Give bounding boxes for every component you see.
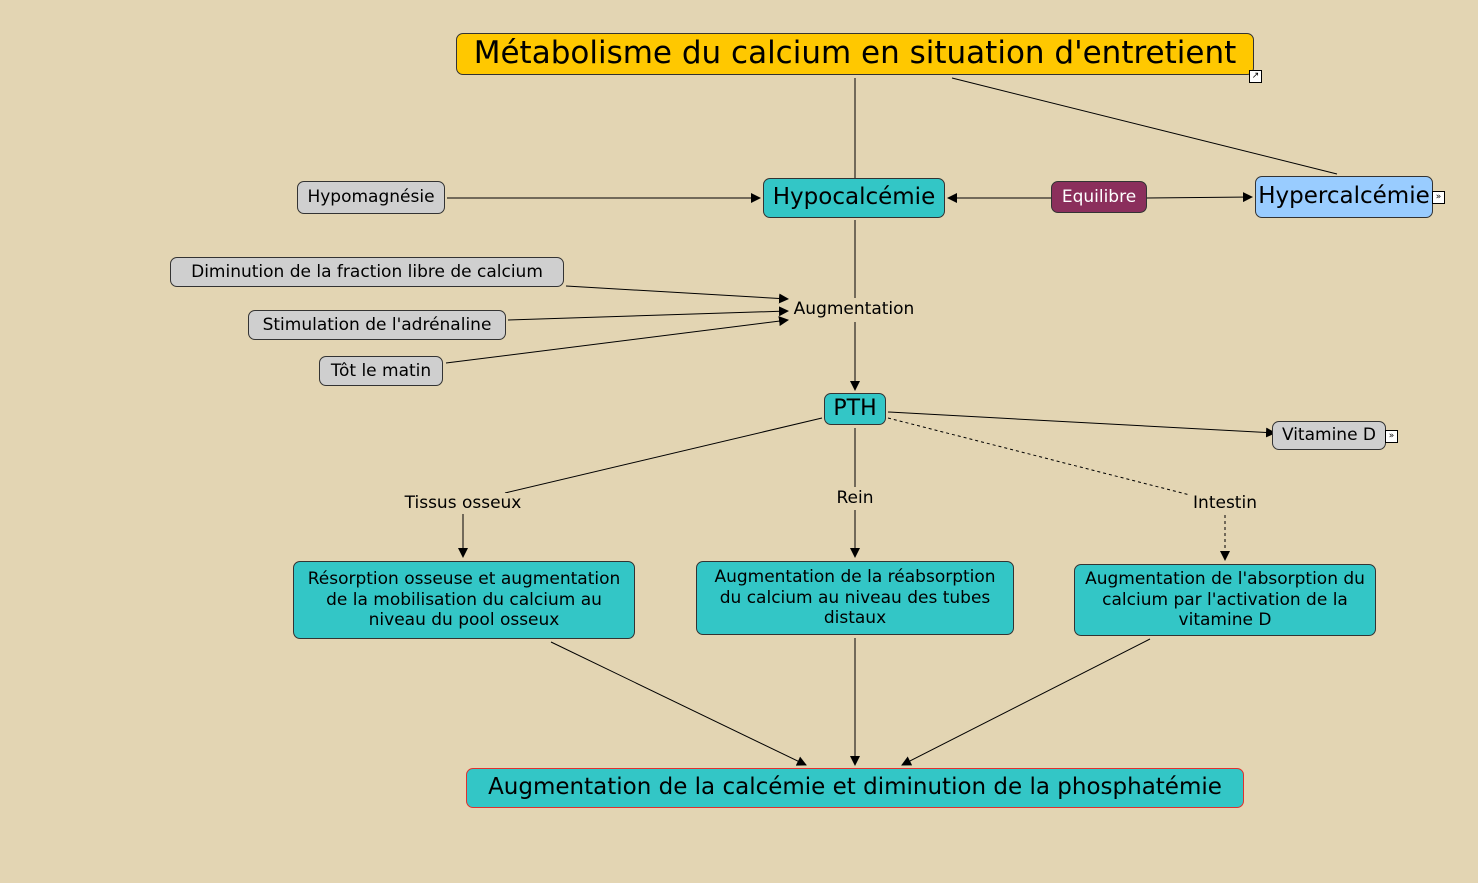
link-resorption-result — [550, 641, 807, 766]
title-node[interactable]: Métabolisme du calcium en situation d'en… — [456, 33, 1254, 75]
node-pth[interactable]: PTH — [824, 393, 886, 425]
node-hypercalcemie[interactable]: Hypercalcémie — [1255, 176, 1433, 218]
label-rein: Rein — [834, 488, 876, 508]
link-pth-intestin — [887, 417, 1191, 496]
link-equilibre-hypercalcemie — [1146, 192, 1253, 203]
node-result[interactable]: Augmentation de la calcémie et diminutio… — [466, 768, 1244, 808]
node-absorption[interactable]: Augmentation de l'absorption du calcium … — [1074, 564, 1376, 636]
node-diminution[interactable]: Diminution de la fraction libre de calci… — [170, 257, 564, 287]
link-title-hypercalcemie — [951, 77, 1338, 175]
node-hypocalcemie[interactable]: Hypocalcémie — [763, 178, 945, 218]
expand-icon[interactable]: » — [1385, 430, 1398, 443]
node-hypomagnesie[interactable]: Hypomagnésie — [297, 181, 445, 214]
node-resorption[interactable]: Résorption osseuse et augmentation de la… — [293, 561, 635, 639]
node-equilibre[interactable]: Equilibre — [1051, 181, 1147, 213]
expand-icon[interactable]: » — [1432, 191, 1445, 204]
node-reabsorption[interactable]: Augmentation de la réabsorption du calci… — [696, 561, 1014, 635]
link-pth-tissus — [504, 417, 823, 494]
node-tot-matin[interactable]: Tôt le matin — [319, 356, 443, 386]
link-totmatin-augmentation — [445, 316, 789, 364]
link-absorption-result — [901, 638, 1151, 766]
node-vitamine-d[interactable]: Vitamine D — [1272, 421, 1386, 450]
link-stimulation-augmentation — [507, 306, 789, 321]
label-augmentation: Augmentation — [791, 299, 917, 319]
link-pth-vitamined — [887, 411, 1276, 438]
label-tissus-osseux: Tissus osseux — [402, 493, 524, 513]
node-stimulation[interactable]: Stimulation de l'adrénaline — [248, 310, 506, 340]
link-icon[interactable]: ↗ — [1249, 70, 1262, 83]
link-diminution-augmentation — [565, 285, 789, 304]
label-intestin: Intestin — [1191, 493, 1259, 513]
